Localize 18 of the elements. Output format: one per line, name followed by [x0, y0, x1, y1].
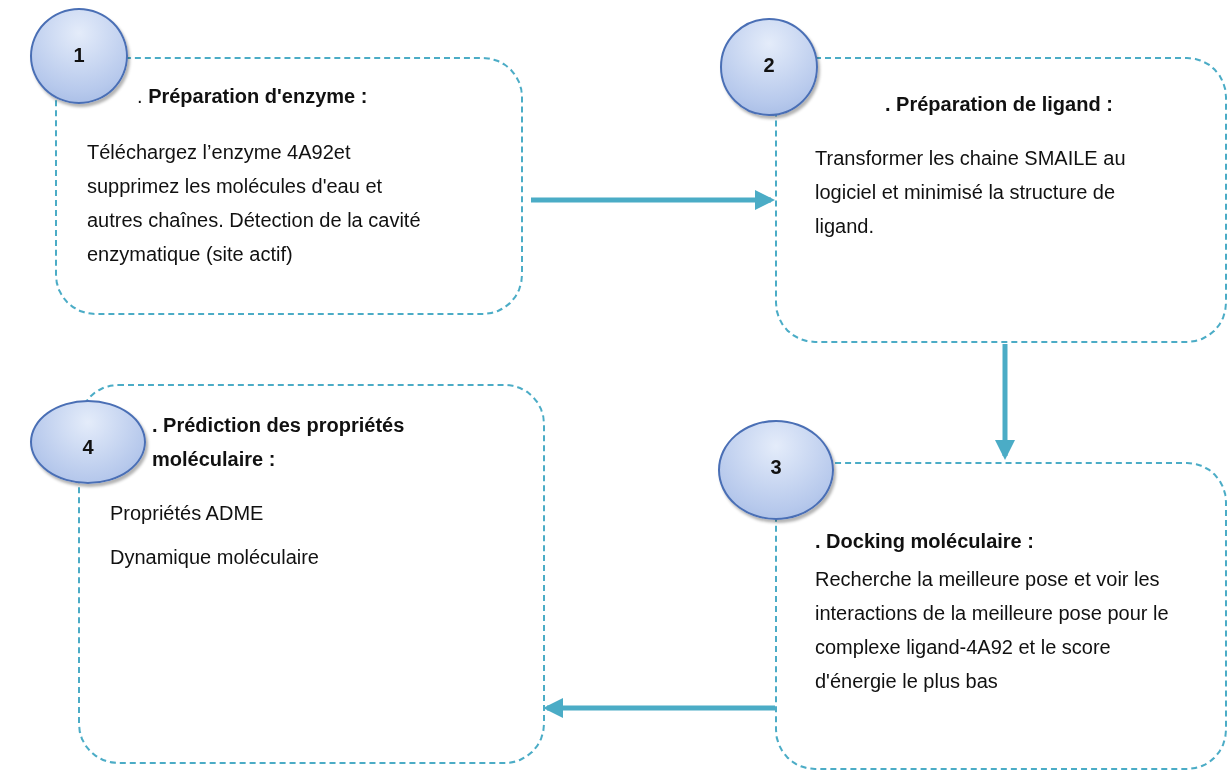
- arrow: [995, 344, 1015, 460]
- step-description: Recherche la meilleure pose et voir les interactions de la meilleure pose pour le complexe ligand-4A92 et le score d'énergie le plus bas: [815, 567, 1170, 694]
- step-title: . Préparation de ligand :: [884, 92, 1114, 117]
- step-title: . Docking moléculaire :: [815, 529, 1035, 554]
- arrow: [543, 698, 775, 718]
- step-description: Dynamique moléculaire: [110, 545, 320, 570]
- step-number: 3: [770, 455, 782, 480]
- step-title: . Préparation d'enzyme :: [136, 84, 369, 109]
- step-number: 1: [73, 43, 85, 68]
- step-title: . Prédiction des propriétés moléculaire :: [151, 413, 406, 472]
- step-description: Transformer les chaine SMAILE au logiciel et minimisé la structure de ligand.: [815, 146, 1127, 239]
- arrow: [531, 190, 775, 210]
- step-box: [78, 384, 545, 764]
- step-box: [775, 57, 1227, 343]
- step-number: 4: [82, 435, 94, 460]
- step-description: Propriétés ADME: [110, 501, 265, 526]
- step-number: 2: [763, 53, 775, 78]
- step-description: Téléchargez l’enzyme 4A92et supprimez les molécules d'eau et autres chaînes. Détection de la cavité enzymatique (site actif): [87, 140, 422, 267]
